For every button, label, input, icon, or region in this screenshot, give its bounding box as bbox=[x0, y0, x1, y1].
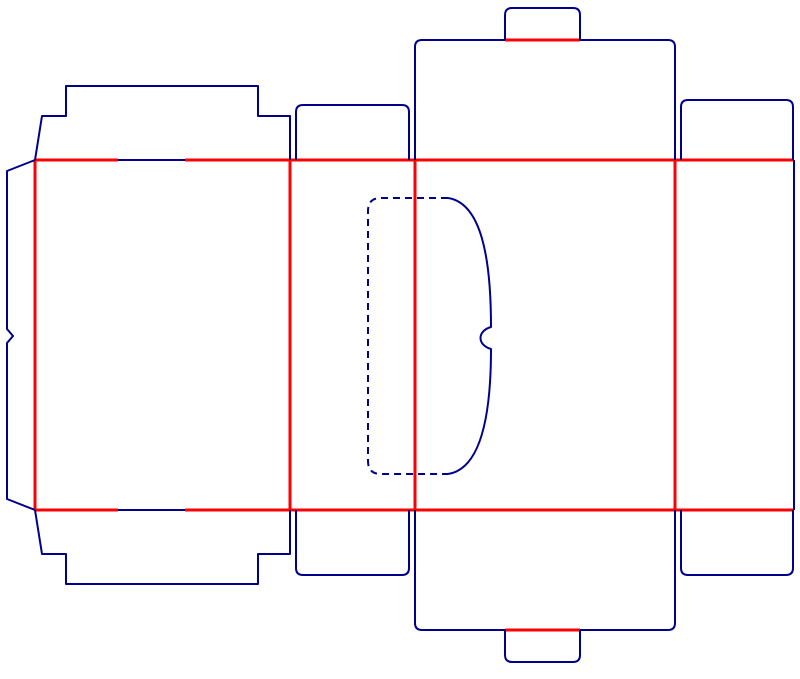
cut-bottom-flap-panel-2 bbox=[295, 510, 410, 576]
cut-bottom-left-dust-flap bbox=[34, 509, 291, 585]
cut-window-curve-thumb-notch bbox=[447, 197, 492, 475]
cut-bottom-flap-panel-3-left-edge bbox=[414, 510, 505, 631]
cut-bottom-flap-panel-4 bbox=[680, 510, 794, 576]
cut-bottom-flap-panel-3-right-edge bbox=[580, 510, 676, 631]
cut-glue-flap bbox=[6, 159, 36, 511]
perforation-window-dashed bbox=[367, 197, 448, 475]
cut-top-flap-panel-3-right-edge bbox=[580, 39, 676, 160]
cut-top-flap-panel-3-left-edge bbox=[414, 39, 505, 160]
cut-top-tuck-tab bbox=[504, 7, 581, 40]
cut-top-flap-panel-4 bbox=[680, 99, 794, 160]
cut-top-left-dust-flap bbox=[34, 85, 291, 161]
cut-bottom-tuck-tab bbox=[504, 630, 581, 663]
cut-top-flap-panel-2 bbox=[295, 104, 410, 160]
